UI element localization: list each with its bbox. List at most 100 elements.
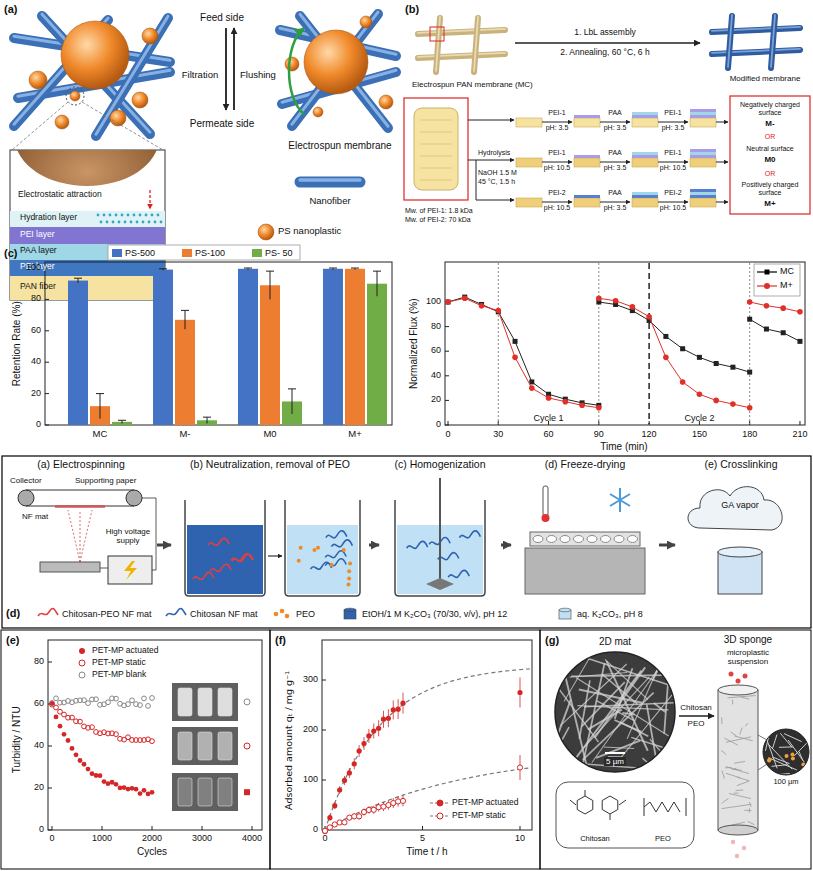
- data-point: [613, 298, 619, 304]
- data-point: [332, 803, 337, 808]
- bar-chart: [108, 245, 300, 260]
- error-bar: [270, 271, 271, 299]
- legend-label: PEO: [296, 609, 315, 619]
- legend-marker-shape: [70, 656, 94, 670]
- sem-image: [664, 655, 670, 734]
- fabrication-steps: [2, 456, 811, 628]
- sem-zoom: [785, 754, 789, 758]
- tick-label: 60: [431, 345, 441, 355]
- fabrication-steps: [407, 541, 428, 548]
- data-point: [630, 304, 636, 310]
- annotation: Permeate side: [190, 118, 254, 130]
- data-point: [150, 790, 155, 795]
- legend-label: Chitosan NF mat: [190, 609, 258, 619]
- process-step: (d) Freeze-drying: [512, 458, 658, 606]
- data-point: [680, 346, 685, 351]
- data-point: [150, 696, 155, 701]
- legend-label: PET-MP actuated: [92, 646, 158, 656]
- data-point: [747, 299, 753, 305]
- process-arrow: [369, 544, 379, 547]
- turbidity-chart: [244, 789, 250, 795]
- turbidity-chart: [48, 788, 52, 789]
- fabrication-steps: [55, 505, 105, 508]
- ps-nanoplastic: [29, 71, 47, 89]
- surface-layer-inset: [157, 214, 160, 217]
- nanofiber-highlight: [436, 17, 440, 71]
- annotation: Cycle 2: [684, 413, 714, 423]
- surface-layer-inset: [118, 221, 121, 224]
- fabrication-steps: [2, 456, 811, 628]
- data-point: [322, 828, 327, 833]
- tick-label: 0: [36, 419, 41, 429]
- surface-layer-inset: [106, 221, 109, 224]
- process-step: (b) Neutralization, removal of PEO: [172, 458, 368, 606]
- data-point: [357, 748, 362, 753]
- error-bar: [185, 310, 186, 329]
- error-bar: [329, 268, 337, 269]
- series-line: [750, 302, 800, 312]
- fabrication-steps: [346, 583, 350, 587]
- panel-label: (f): [275, 634, 286, 647]
- annotation: PEI-2: [548, 189, 566, 197]
- sem-zoom: [768, 757, 772, 761]
- legend-marker: [70, 656, 94, 670]
- scale-bar: [605, 752, 625, 754]
- filtration-arrows: [233, 28, 235, 110]
- lbl-assembly-scheme: [632, 118, 658, 127]
- fabrication-steps: [311, 562, 332, 569]
- annotation: Supporting paper: [75, 476, 136, 485]
- data-point: [62, 732, 67, 737]
- sponge-illustration: [749, 802, 751, 807]
- flux-line-chart: [445, 262, 805, 425]
- surface-layer-inset: [10, 211, 165, 227]
- turbidity-chart: [48, 830, 52, 831]
- legend-marker-shape: [70, 644, 94, 658]
- sem-image: [595, 667, 645, 737]
- turbidity-chart: [244, 699, 250, 705]
- nanofiber-highlight: [712, 27, 800, 31]
- annotation: Chitosan: [580, 835, 610, 844]
- sponge-illustration: [763, 729, 809, 775]
- lbl-assembly-scheme: [716, 122, 728, 123]
- sponge-illustration: [726, 773, 741, 778]
- lbl-assembly-scheme: [574, 198, 600, 207]
- data-point: [747, 405, 753, 411]
- fabrication-steps: [587, 536, 597, 543]
- chemical-structure: [602, 796, 618, 814]
- sem-zoom: [768, 744, 792, 769]
- sponge-illustration: [736, 789, 744, 791]
- flux-line-chart: [445, 400, 449, 401]
- surface-layer-inset: [139, 214, 142, 217]
- legend-marker-shape: [764, 283, 770, 289]
- tick-label: 40: [34, 740, 44, 750]
- process-arrow: [679, 715, 714, 717]
- legend-marker-shape: [79, 660, 85, 666]
- series-line: [750, 319, 800, 341]
- adsorption-chart: [322, 680, 326, 681]
- data-point: [714, 361, 719, 366]
- panel-label: (g): [545, 634, 559, 647]
- turbidity-chart: [198, 778, 212, 806]
- sem-zoom: [763, 729, 809, 775]
- axis-title: Time t / h: [406, 846, 447, 858]
- error-bar: [207, 417, 208, 423]
- panel-label: (b): [405, 3, 419, 16]
- lbl-assembly-scheme: [690, 109, 716, 112]
- step-heading: (c) Homogenization: [380, 458, 500, 470]
- fabrication-steps: [210, 564, 231, 571]
- annotation: 45 °C, 1.5 h: [478, 178, 515, 186]
- fabrication-steps: [574, 536, 584, 543]
- sem-image: [660, 728, 675, 762]
- tick-label: 3000: [192, 833, 212, 843]
- surface-layer-inset: [148, 221, 151, 224]
- sponge-illustration: [734, 793, 739, 794]
- lbl-assembly-scheme: [542, 122, 572, 123]
- data-point: [371, 807, 376, 812]
- ps-nanoplastic: [379, 95, 393, 109]
- sem-image: [557, 727, 569, 749]
- lbl-assembly-scheme: [690, 118, 716, 127]
- lbl-assembly-scheme: [690, 155, 716, 158]
- lbl-assembly-scheme: [600, 122, 630, 123]
- ps-nanoplastic: [304, 30, 368, 94]
